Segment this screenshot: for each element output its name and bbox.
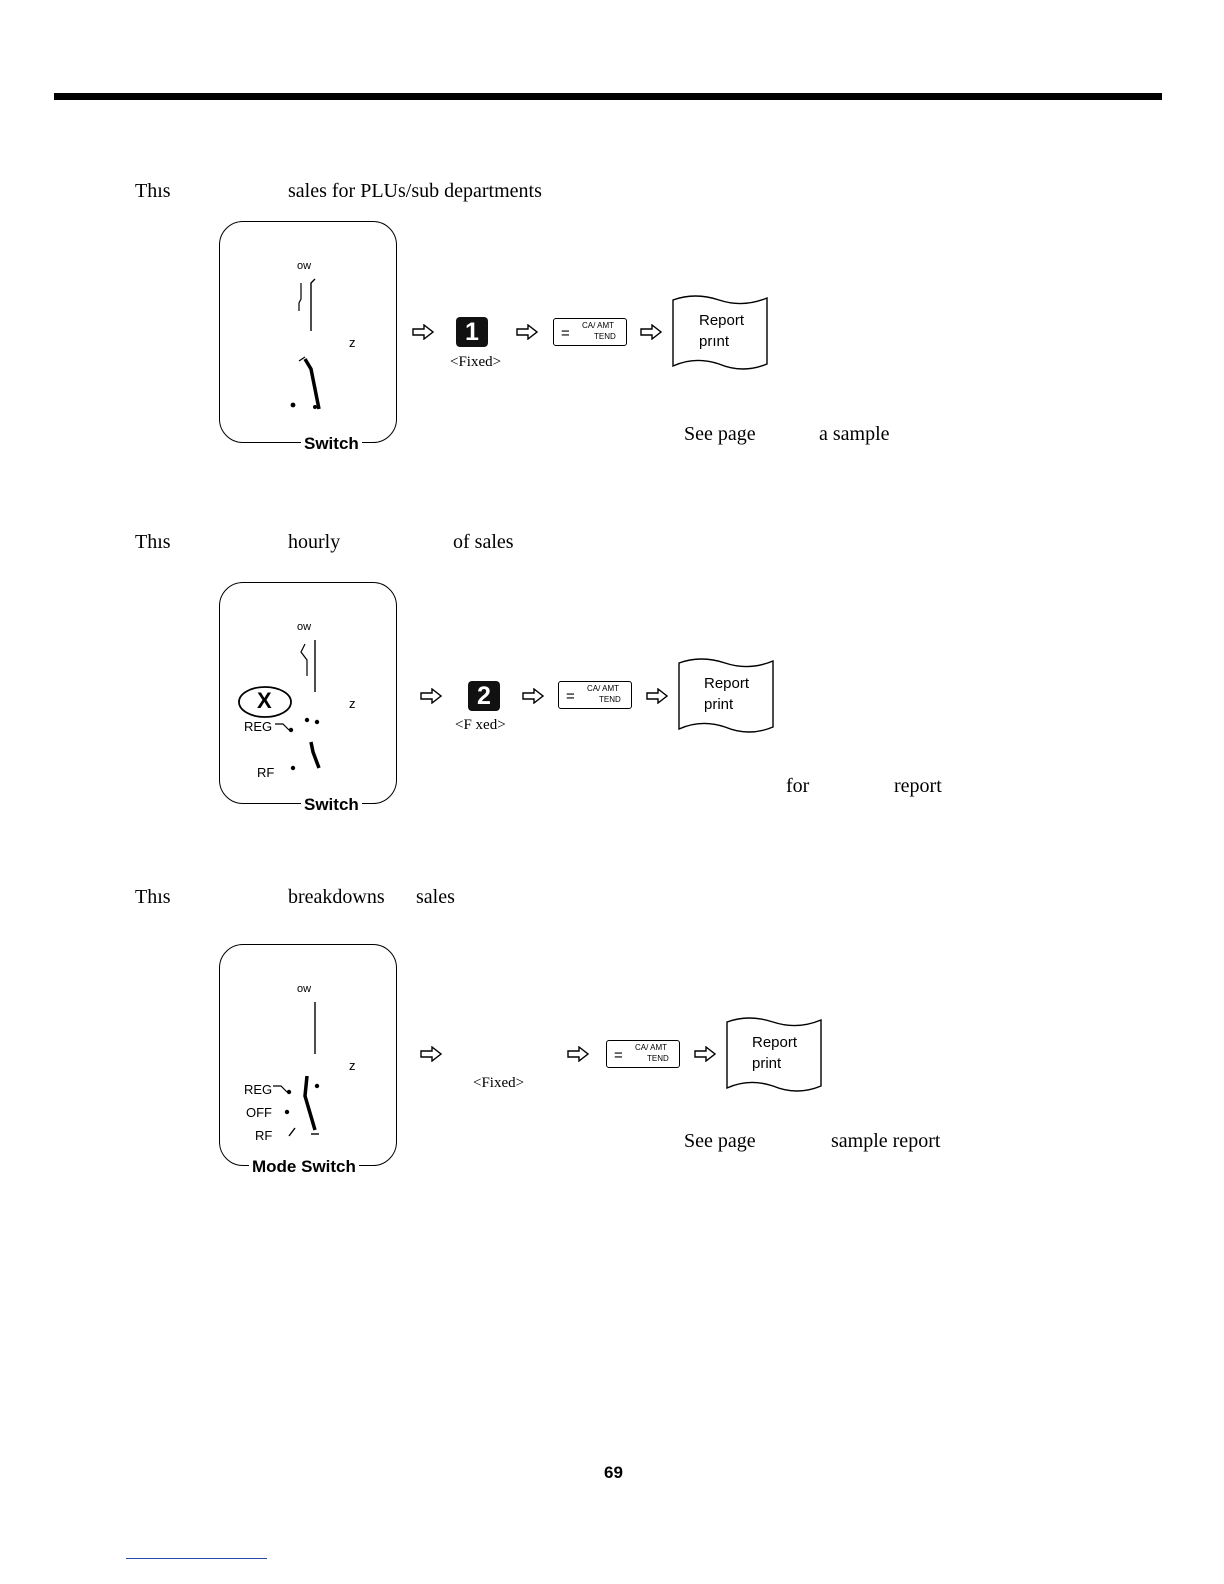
ca-key-bottom: TEND bbox=[594, 332, 616, 341]
report-line1: Report bbox=[699, 312, 745, 329]
ca-key-equals: = bbox=[566, 688, 575, 705]
arrow-right-icon bbox=[646, 688, 668, 704]
section2-note-a: for bbox=[786, 775, 810, 797]
number-key-1[interactable]: 1 bbox=[456, 317, 488, 347]
switch-pos-x: X bbox=[257, 688, 272, 713]
section1-note-a: See page bbox=[684, 423, 756, 445]
intro-text: sales for PLUs/sub departments bbox=[288, 180, 542, 202]
arrow-right-icon bbox=[516, 324, 538, 340]
report-print-paper: Report print bbox=[677, 657, 775, 735]
ca-key-equals: = bbox=[614, 1047, 623, 1064]
switch-pos-z: z bbox=[349, 696, 356, 711]
intro-word: breakdowns bbox=[288, 886, 385, 908]
report-line1: Report bbox=[752, 1034, 798, 1051]
report-print-paper: Report prınt bbox=[671, 294, 769, 372]
ca-key-bottom: TEND bbox=[647, 1054, 669, 1063]
fixed-note: <F xed> bbox=[455, 717, 506, 733]
fixed-note: <Fixed> bbox=[450, 354, 502, 370]
switch-pos-reg: REG bbox=[244, 719, 273, 734]
section3-intro: Thıs breakdowns sales bbox=[135, 886, 635, 910]
arrow-right-icon bbox=[420, 1046, 442, 1062]
switch-pos-rf: RF bbox=[257, 765, 275, 780]
footer-link-line bbox=[126, 1558, 267, 1559]
arrow-right-icon bbox=[567, 1046, 589, 1062]
header-rule bbox=[54, 93, 1162, 100]
switch-pos-z: z bbox=[349, 335, 356, 350]
arrow-right-icon bbox=[412, 324, 434, 340]
switch-pos-top: ow bbox=[297, 621, 312, 633]
switch-pos-top: ow bbox=[297, 983, 312, 995]
intro-word: Thıs bbox=[135, 531, 171, 553]
mode-switch-label: Switch bbox=[301, 434, 362, 454]
ca-amt-tend-key[interactable]: = CA/ AMT TEND bbox=[606, 1040, 680, 1068]
ca-key-top: CA/ AMT bbox=[582, 321, 615, 330]
switch-pos-rf: RF bbox=[255, 1128, 273, 1143]
mode-switch-diagram-2 bbox=[219, 582, 397, 804]
switch-pos-z: z bbox=[349, 1058, 356, 1073]
mode-switch-label: Switch bbox=[301, 795, 362, 815]
ca-amt-tend-key[interactable]: = CA/ AMT TEND bbox=[558, 681, 632, 709]
paper-outline-icon bbox=[726, 1017, 822, 1092]
ca-key-top: CA/ AMT bbox=[587, 684, 620, 693]
fixed-note: <Fixed> bbox=[473, 1075, 525, 1091]
intro-text: of sales bbox=[453, 531, 514, 553]
switch-pos-off: OFF bbox=[246, 1105, 272, 1120]
mode-switch-diagram-1 bbox=[219, 221, 397, 443]
mode-switch-diagram-3 bbox=[219, 944, 397, 1166]
report-line2: print bbox=[704, 696, 734, 713]
intro-text: sales bbox=[416, 886, 455, 908]
report-line2: print bbox=[752, 1055, 782, 1072]
mode-switch-lever-2 bbox=[238, 640, 321, 771]
paper-outline-icon bbox=[672, 295, 768, 370]
intro-word: Thıs bbox=[135, 886, 171, 908]
mode-switch-lever-1 bbox=[290, 278, 321, 410]
arrow-right-icon bbox=[522, 688, 544, 704]
ca-key-equals: = bbox=[561, 325, 570, 342]
section2-intro: Thıs hourly of sales bbox=[135, 531, 635, 555]
report-line2: prınt bbox=[699, 333, 730, 350]
switch-pos-top: ow bbox=[297, 260, 312, 272]
arrow-right-icon bbox=[694, 1046, 716, 1062]
mode-switch-label: Mode Switch bbox=[249, 1157, 359, 1177]
number-key-2[interactable]: 2 bbox=[468, 681, 500, 711]
arrow-right-icon bbox=[640, 324, 662, 340]
switch-pos-reg: REG bbox=[244, 1082, 273, 1097]
report-line1: Report bbox=[704, 675, 750, 692]
page-number: 69 bbox=[604, 1463, 623, 1482]
arrow-right-icon bbox=[420, 688, 442, 704]
report-print-paper: Report print bbox=[725, 1016, 823, 1094]
ca-key-top: CA/ AMT bbox=[635, 1043, 668, 1052]
ca-amt-tend-key[interactable]: = CA/ AMT TEND bbox=[553, 318, 627, 346]
section1-note-b: a sample bbox=[819, 423, 890, 445]
section3-note-b: sample report bbox=[831, 1130, 941, 1152]
section1-intro: Thıs sales for PLUs/sub departments bbox=[135, 180, 635, 204]
paper-outline-icon bbox=[678, 658, 774, 733]
intro-word: hourly bbox=[288, 531, 341, 553]
ca-key-bottom: TEND bbox=[599, 695, 621, 704]
section2-note-b: report bbox=[894, 775, 942, 797]
mode-switch-lever-3 bbox=[273, 1002, 320, 1137]
intro-word: Thıs bbox=[135, 180, 171, 202]
section3-note-a: See page bbox=[684, 1130, 756, 1152]
